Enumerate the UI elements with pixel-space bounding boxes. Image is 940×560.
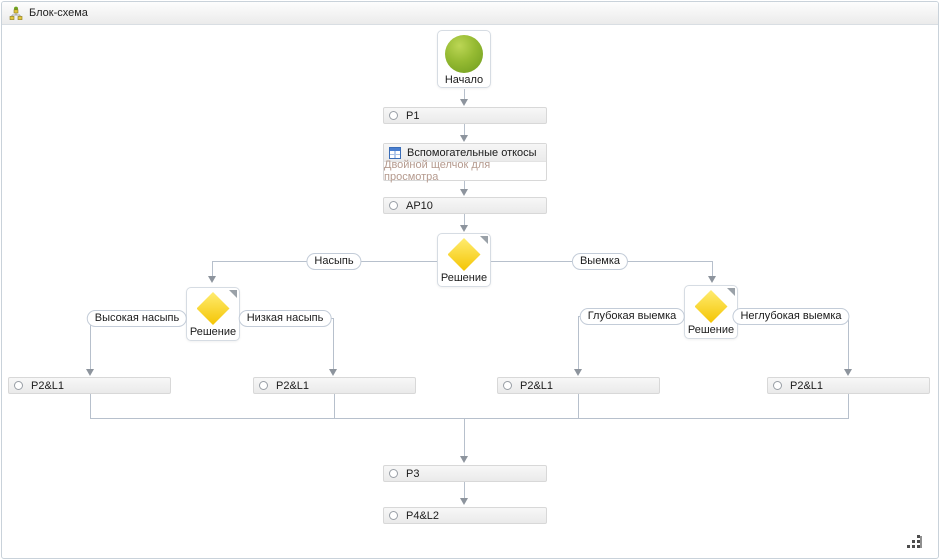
edge-vysokaya-arrow bbox=[86, 369, 94, 376]
node-aux-slopes[interactable]: Вспомогательные откосы Двойной щелчок дл… bbox=[383, 143, 547, 183]
collapse-corner-icon bbox=[727, 288, 735, 296]
node-decision-left[interactable]: Решение bbox=[186, 287, 240, 341]
branch-label-nizkaya-nasyp: Низкая насыпь bbox=[238, 310, 332, 327]
collapse-corner-icon bbox=[480, 236, 488, 244]
edge-start-p1-arrow bbox=[460, 99, 468, 106]
decision-diamond-icon bbox=[447, 238, 481, 271]
edge-p1-aux-arrow bbox=[460, 135, 468, 142]
edge-start-p1-line bbox=[464, 89, 465, 100]
edge-p3-p4l2-line bbox=[464, 482, 465, 499]
edge-aux-ap10-arrow bbox=[460, 189, 468, 196]
node-p3[interactable]: P3 bbox=[383, 465, 547, 482]
node-aux-title-row: Вспомогательные откосы bbox=[384, 144, 546, 162]
edge-merge-p3-line bbox=[464, 418, 465, 457]
edge-vyemka-arrow bbox=[708, 276, 716, 283]
branch-label-vysokaya-nasyp: Высокая насыпь bbox=[86, 310, 188, 327]
node-p1[interactable]: P1 bbox=[383, 107, 547, 124]
window-header: Блок-схема bbox=[2, 2, 938, 25]
radio-circle-icon bbox=[503, 381, 512, 390]
radio-circle-icon bbox=[389, 201, 398, 210]
merge-bus-line bbox=[90, 418, 849, 419]
node-p1-label: P1 bbox=[406, 109, 420, 122]
node-p2l1-1[interactable]: P2&L1 bbox=[8, 377, 171, 394]
edge-vyemka-vline bbox=[712, 261, 713, 277]
edge-ap10-decision-arrow bbox=[460, 225, 468, 232]
edge-p1-aux-line bbox=[464, 124, 465, 136]
edge-aux-ap10-line bbox=[464, 181, 465, 190]
edge-vysokaya-vline bbox=[90, 318, 91, 370]
node-p2l1-3[interactable]: P2&L1 bbox=[497, 377, 660, 394]
node-aux-label: Вспомогательные откосы bbox=[407, 146, 537, 159]
radio-circle-icon bbox=[14, 381, 23, 390]
decision-diamond-icon bbox=[196, 292, 230, 325]
node-ap10[interactable]: AP10 bbox=[383, 197, 547, 214]
radio-circle-icon bbox=[259, 381, 268, 390]
node-p2l1-3-label: P2&L1 bbox=[520, 379, 554, 392]
branch-label-nasyp: Насыпь bbox=[306, 253, 362, 270]
flowchart-icon bbox=[9, 6, 23, 20]
edge-nasyp-vline bbox=[212, 261, 213, 277]
node-decision-right[interactable]: Решение bbox=[684, 285, 738, 339]
node-decision-main-label: Решение bbox=[440, 272, 488, 284]
edge-glubokaya-arrow bbox=[574, 369, 582, 376]
branch-label-glubokaya-vyemka: Глубокая выемка bbox=[579, 308, 685, 325]
decision-diamond-icon bbox=[694, 290, 728, 323]
window-title: Блок-схема bbox=[29, 7, 88, 19]
node-aux-hint: Двойной щелчок для просмотра bbox=[384, 159, 491, 183]
radio-circle-icon bbox=[389, 469, 398, 478]
edge-p3-p4l2-arrow bbox=[460, 498, 468, 505]
node-p3-label: P3 bbox=[406, 467, 420, 480]
radio-circle-icon bbox=[389, 111, 398, 120]
edge-glubokaya-vline bbox=[578, 316, 579, 370]
node-p2l1-2[interactable]: P2&L1 bbox=[253, 377, 416, 394]
node-start-label: Начало bbox=[444, 74, 484, 86]
node-p2l1-4-label: P2&L1 bbox=[790, 379, 824, 392]
node-p4l2-label: P4&L2 bbox=[406, 509, 440, 522]
radio-circle-icon bbox=[389, 511, 398, 520]
edge-neglubokaya-vline bbox=[848, 316, 849, 370]
resize-grip-icon[interactable] bbox=[906, 535, 923, 550]
merge-drop-2 bbox=[334, 394, 335, 418]
node-p4l2[interactable]: P4&L2 bbox=[383, 507, 547, 524]
edge-merge-p3-arrow bbox=[460, 456, 468, 463]
node-decision-right-label: Решение bbox=[687, 324, 735, 336]
branch-label-vyemka: Выемка bbox=[571, 253, 629, 270]
node-decision-left-label: Решение bbox=[189, 326, 237, 338]
node-p2l1-4[interactable]: P2&L1 bbox=[767, 377, 930, 394]
merge-drop-3 bbox=[578, 394, 579, 418]
node-start[interactable]: Начало bbox=[437, 30, 491, 88]
edge-ap10-decision-line bbox=[464, 214, 465, 226]
merge-drop-1 bbox=[90, 394, 91, 418]
branch-label-neglubokaya-vyemka: Неглубокая выемка bbox=[732, 308, 850, 325]
start-circle-icon bbox=[445, 35, 483, 73]
subprocess-grid-icon bbox=[389, 146, 401, 159]
edge-nizkaya-arrow bbox=[329, 369, 337, 376]
node-p2l1-2-label: P2&L1 bbox=[276, 379, 310, 392]
merge-drop-4 bbox=[848, 394, 849, 418]
node-ap10-label: AP10 bbox=[406, 199, 433, 212]
radio-circle-icon bbox=[773, 381, 782, 390]
edge-nasyp-arrow bbox=[208, 276, 216, 283]
edge-nizkaya-vline bbox=[333, 318, 334, 370]
edge-neglubokaya-arrow bbox=[844, 369, 852, 376]
node-p2l1-1-label: P2&L1 bbox=[31, 379, 65, 392]
collapse-corner-icon bbox=[229, 290, 237, 298]
node-decision-main[interactable]: Решение bbox=[437, 233, 491, 287]
